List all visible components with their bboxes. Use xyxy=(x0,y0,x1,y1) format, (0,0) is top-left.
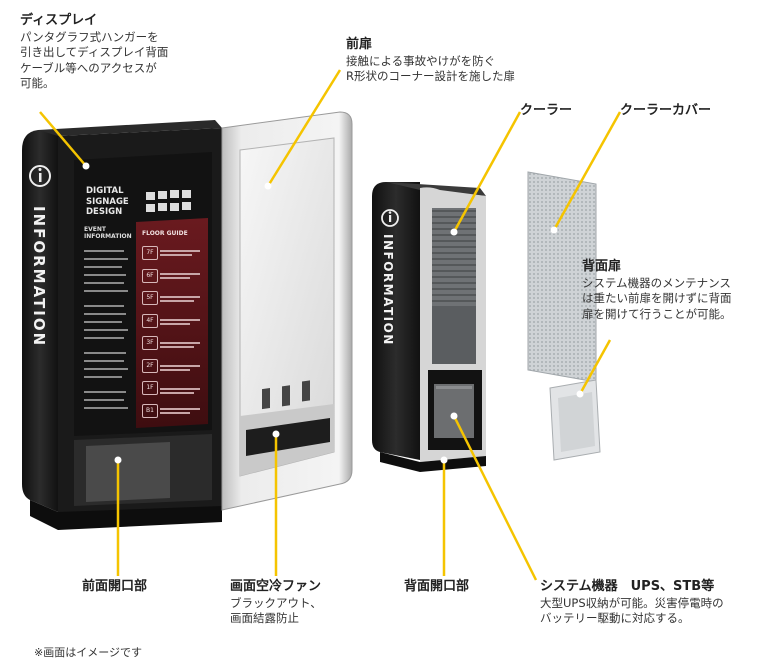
floor-guide-lines xyxy=(160,250,200,414)
display-desc-1: パンタグラフ式ハンガーを xyxy=(20,29,159,44)
leader-back-door xyxy=(578,339,612,395)
front-door-desc-2: R形状のコーナー設計を施した扉 xyxy=(346,69,515,84)
front-door-desc-1: 接触による事故やけがを防ぐ xyxy=(346,53,496,68)
callout-front-door: 前扉 接触による事故やけがを防ぐ R形状のコーナー設計を施した扉 xyxy=(346,36,515,85)
callout-cooler: クーラー xyxy=(520,102,572,120)
kiosk-side-text: INFORMATION xyxy=(30,206,48,348)
leader-lines xyxy=(39,69,622,581)
screen-fan-desc-2: 画面結露防止 xyxy=(230,611,299,626)
leader-front-door xyxy=(266,69,342,187)
rear-kiosk-base xyxy=(380,452,486,472)
floor-marker: 2F xyxy=(142,358,158,373)
back-door-desc-1: システム機器のメンテナンス xyxy=(582,275,731,290)
floor-marker: 7F xyxy=(142,246,158,260)
screen-heading-line2: SIGNAGE xyxy=(86,196,129,207)
rear-kiosk xyxy=(372,182,486,472)
leader-cooler-cover xyxy=(552,111,622,231)
system-desc-2: バッテリー駆動に対応する。 xyxy=(540,611,690,626)
cooler-unit xyxy=(432,208,476,306)
screen-heading-line3: DESIGN xyxy=(86,207,123,218)
leader-endpoints xyxy=(82,162,584,464)
main-kiosk xyxy=(22,120,222,530)
rear-kiosk-side xyxy=(372,182,420,460)
display-desc-2: 引き出してディスプレイ背面 xyxy=(20,45,169,60)
screen-heading: DIGITAL SIGNAGE DESIGN xyxy=(86,186,129,218)
callout-cooler-cover: クーラーカバー xyxy=(620,102,711,120)
cooling-fan-unit xyxy=(246,418,330,456)
kiosk-left-side xyxy=(22,130,58,512)
screen-icon-grid xyxy=(146,190,191,212)
display-desc-4: 可能。 xyxy=(20,76,55,91)
display-title: ディスプレイ xyxy=(20,13,98,28)
floor-marker: 6F xyxy=(142,268,158,283)
side-text-container: INFORMATION xyxy=(30,206,51,436)
system-equipment-box xyxy=(434,384,474,438)
system-desc-1: 大型UPS収納が可能。災害停電時の xyxy=(540,595,724,610)
screen-event-line2: INFORMATION xyxy=(84,233,132,241)
cooler-title: クーラー xyxy=(520,103,573,118)
floor-marker: B1 xyxy=(142,403,158,418)
floor-marker: 3F xyxy=(142,336,158,350)
rear-side-text-container: INFORMATION xyxy=(380,234,398,394)
image-note: ※画面はイメージです xyxy=(34,646,142,659)
rear-info-logo-icon xyxy=(381,209,399,227)
screen-event-line1: EVENT xyxy=(84,226,106,233)
back-door-desc-3: 扉を開けて行うことが可能。 xyxy=(582,306,732,321)
callout-screen-fan: 画面空冷ファン ブラックアウト、 画面結露防止 xyxy=(230,578,322,627)
callout-rear-opening: 背面開口部 xyxy=(404,578,469,596)
event-list-lines xyxy=(84,250,128,409)
back-door-inset xyxy=(558,392,595,452)
screen-fan-title: 画面空冷ファン xyxy=(230,579,322,594)
cooler-cover-title: クーラーカバー xyxy=(620,103,712,118)
floor-marker: 1F xyxy=(142,381,158,395)
display-desc-3: ケーブル等へのアクセスが xyxy=(20,60,157,75)
front-door xyxy=(221,111,353,511)
callout-display: ディスプレイ パンタグラフ式ハンガーを 引き出してディスプレイ背面 ケーブル等へ… xyxy=(20,12,168,92)
callout-front-opening: 前面開口部 xyxy=(82,578,147,596)
back-door-title: 背面扉 xyxy=(582,259,622,274)
kiosk-base xyxy=(30,500,222,530)
screen-heading-line1: DIGITAL xyxy=(86,186,124,196)
kiosk-top xyxy=(38,120,222,136)
system-title: システム機器 UPS、STB等 xyxy=(540,579,715,594)
front-opening-title: 前面開口部 xyxy=(82,579,148,594)
callout-back-door: 背面扉 システム機器のメンテナンス は重たい前扉を開けずに背面 扉を開けて行うこ… xyxy=(582,258,732,322)
back-door-desc-2: は重たい前扉を開けずに背面 xyxy=(582,291,732,306)
rear-interior-upper xyxy=(432,306,476,364)
screen-event-heading: EVENT INFORMATION xyxy=(84,226,132,240)
floor-marker: 4F xyxy=(142,313,158,328)
screen-fan-desc-1: ブラックアウト、 xyxy=(230,595,322,610)
rear-opening-title: 背面開口部 xyxy=(404,579,470,594)
internal-box xyxy=(86,442,170,502)
leader-system xyxy=(452,415,538,581)
screen-floor-guide-title: FLOOR GUIDE xyxy=(142,230,188,237)
front-door-title: 前扉 xyxy=(346,37,373,52)
rear-kiosk-side-text: INFORMATION xyxy=(381,234,395,346)
leader-cooler xyxy=(452,111,522,233)
leader-display xyxy=(39,111,87,167)
floor-marker: 5F xyxy=(142,291,158,305)
callout-system: システム機器 UPS、STB等 大型UPS収納が可能。災害停電時の バッテリー駆… xyxy=(540,578,724,627)
info-logo-icon xyxy=(29,165,51,187)
